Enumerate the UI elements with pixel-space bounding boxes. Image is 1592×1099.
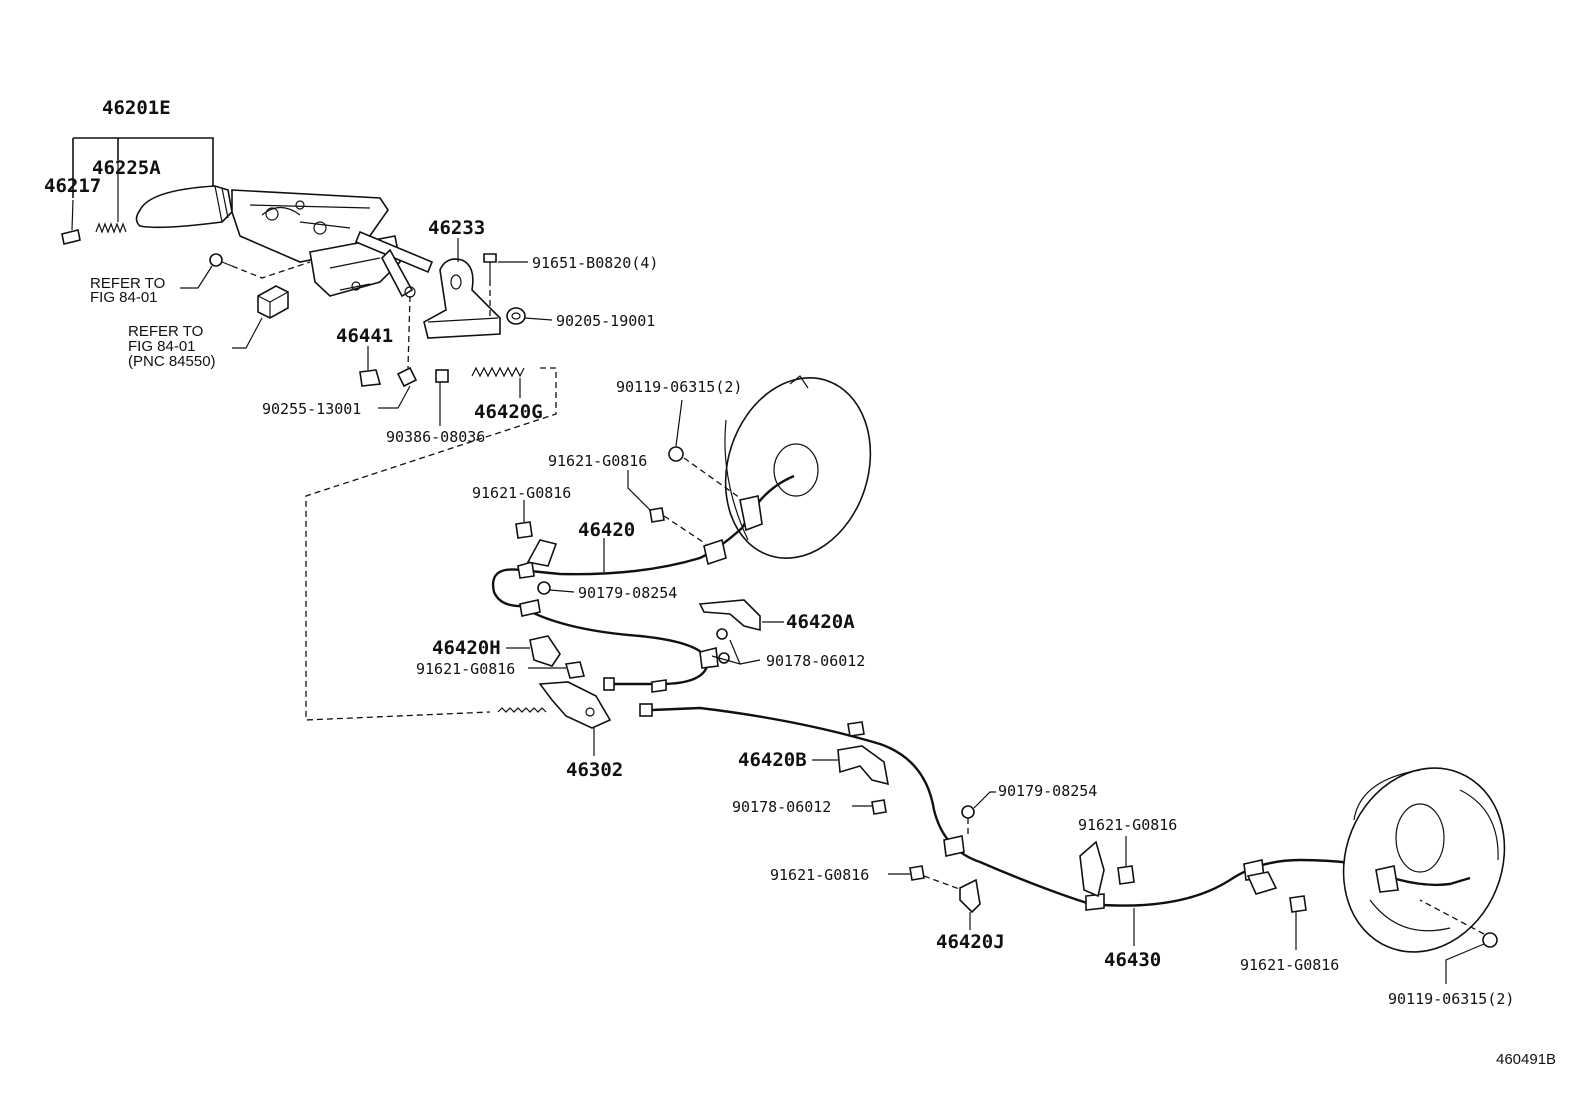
label-90119-06315-upper: 90119-06315(2) [616, 378, 742, 396]
bracket-46420B [812, 745, 890, 786]
label-91621-G0816-b: 91621-G0816 [472, 484, 571, 502]
label-46225A: 46225A [92, 157, 161, 179]
label-90119-06315-lower: 90119-06315(2) [1388, 990, 1514, 1008]
switch-84550 [232, 285, 289, 349]
bracket-46420A [698, 599, 784, 665]
label-46420A: 46420A [786, 611, 855, 633]
label-90205-19001: 90205-19001 [556, 312, 655, 330]
label-46420G: 46420G [474, 401, 543, 423]
label-46430: 46430 [1104, 949, 1161, 971]
label-refer-to-1: REFER TO [90, 275, 165, 292]
equalizer-46302 [497, 681, 653, 756]
cable-46430 [651, 706, 1401, 946]
nut-90179-lower [961, 791, 996, 838]
label-46420J: 46420J [936, 931, 1005, 953]
bolt-91651 [483, 253, 528, 318]
label-91621-G0816-c: 91621-G0816 [416, 660, 515, 678]
label-refer-fig-2: FIG 84-01 [128, 338, 196, 355]
bracket-46233 [423, 238, 501, 339]
refer-bolt [180, 253, 311, 289]
label-90386-08036: 90386-08036 [386, 428, 485, 446]
bolt-90119-lower [1419, 899, 1498, 984]
bracket-46420H [506, 635, 561, 667]
label-46217: 46217 [44, 175, 101, 197]
bolt-91621-c [528, 661, 586, 679]
label-91621-G0816-e: 91621-G0816 [770, 866, 869, 884]
label-90179-08254-upper: 90179-08254 [578, 584, 677, 602]
label-46420B: 46420B [738, 749, 807, 771]
part-labels: 46201E 46225A 46217 46233 91651-B0820(4)… [44, 97, 1556, 1068]
washer-90205 [506, 307, 553, 325]
label-90179-08254-lower: 90179-08254 [998, 782, 1097, 800]
bracket-46420J [959, 878, 981, 930]
diagram-id: 460491B [1496, 1051, 1556, 1068]
spring-46225A [95, 160, 127, 234]
brake-backing-plate-left [1342, 767, 1506, 953]
label-refer-fig-1: FIG 84-01 [90, 289, 158, 306]
label-90255-13001: 90255-13001 [262, 400, 361, 418]
bolt-91621-d [1079, 836, 1135, 898]
bolt-91621-e [888, 865, 963, 891]
lever-assembly-46201E [72, 137, 434, 298]
label-refer-to-2: REFER TO [128, 323, 203, 340]
label-46201E: 46201E [102, 97, 171, 119]
label-90178-06012-lower: 90178-06012 [732, 798, 831, 816]
label-46441: 46441 [336, 325, 393, 347]
label-46302: 46302 [566, 759, 623, 781]
bolt-91621-a [627, 470, 707, 545]
bolt-91621-f [1246, 871, 1307, 950]
small-parts-group [305, 295, 557, 721]
nut-90178-lower [852, 799, 887, 815]
label-90178-06012-upper: 90178-06012 [766, 652, 865, 670]
cable-46420-lower [519, 599, 719, 693]
label-46420H: 46420H [432, 637, 501, 659]
label-91621-G0816-a: 91621-G0816 [548, 452, 647, 470]
label-91621-G0816-d: 91621-G0816 [1078, 816, 1177, 834]
cable-46420 [491, 527, 743, 608]
label-91651-B0820: 91651-B0820(4) [532, 254, 658, 272]
pin-46217 [61, 199, 81, 245]
label-91621-G0816-f: 91621-G0816 [1240, 956, 1339, 974]
bolt-90119-upper [668, 399, 741, 499]
brake-drum-right [724, 375, 872, 559]
nut-90179-upper [537, 581, 575, 595]
bolt-91621-b [515, 500, 558, 567]
label-46420: 46420 [578, 519, 635, 541]
label-46233: 46233 [428, 217, 485, 239]
label-refer-pnc: (PNC 84550) [128, 353, 216, 370]
